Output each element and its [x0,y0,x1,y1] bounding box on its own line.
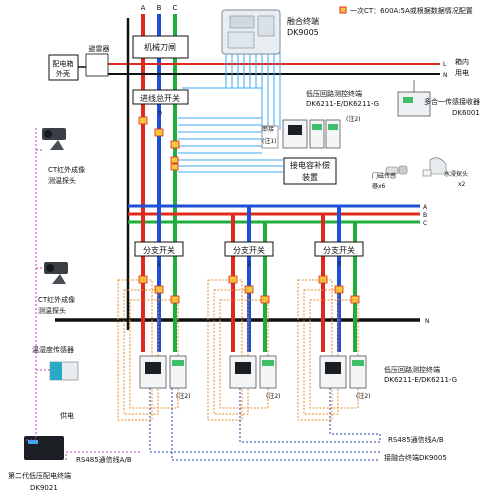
main-ct-markers [138,116,180,149]
multi-sensor-model: DK6001 [452,109,480,117]
branch-group-1 [141,206,177,352]
ct-legend-icon [339,6,347,14]
door-sensor-line2: 器x6 [372,183,386,190]
bus-b-label: B [423,212,427,219]
ir-probe-mid-line1: CT红外成像 [38,295,75,304]
branch-group-3 [321,206,357,352]
ct-signal-lines [178,117,262,154]
n-label-mid: N [425,318,430,325]
branch-switch-3-num: 3 [337,261,341,268]
second-gen-model: DK9021 [30,484,58,492]
phase-c-label: C [173,4,178,12]
capacitor-line1: 接电容补偿 [290,160,330,170]
lv-terminal-top-name: 低压回路测控终端 [306,89,362,98]
to-fusion-label: 接融合终端DK9005 [384,453,447,462]
n-label-top: N [443,72,448,79]
branch-terminal-3 [319,355,367,389]
branch-switch-2-num: 2 [247,261,251,268]
main-switch-number: 0 [158,110,162,117]
water-probe-device [422,157,447,177]
branch-note-3: (注2) [356,392,371,400]
terminal-block-label: 串接 [262,125,274,133]
branch-group-2 [231,206,267,352]
second-gen-name: 第二代低压配电终端 [8,471,71,480]
branch-switch-1-label: 分支开关 [143,245,175,255]
bus-c-label: C [423,220,427,227]
arrester-box [85,53,109,77]
arrester-label: 避雷器 [89,44,110,53]
lv-terminal-bottom-model: DK6211-E/DK6211-G [384,376,457,384]
lv-terminal-bottom-name: 低压回路测控终端 [384,365,440,374]
branch-note-2: (注2) [266,392,281,400]
ct-legend-text: 一次CT：600A:5A或根据数据情况配置 [350,6,473,15]
second-gen-terminal-device [24,436,64,460]
ct-ir-probe-top-line1: CT红外成像 [48,165,85,174]
main-switch-box [132,89,189,105]
fusion-terminal-model: DK9005 [287,28,319,37]
capacitor-feed [178,159,284,173]
rs485-right-label: RS485通信线A/B [388,435,444,444]
ct-ir-probe-top-line2: 测温探头 [48,176,76,185]
fusion-terminal-device [221,9,281,55]
household-line1: 箱内 [455,57,469,66]
lv-terminal-top-model: DK6211-E/DK6211-G [306,100,379,108]
household-line2: 用电 [455,68,469,77]
phase-a-label: A [141,4,146,12]
main-switch-label: 进线总开关 [140,93,180,103]
lv-terminal-top-device [282,119,341,149]
fusion-terminal-name: 融合终端 [287,16,319,26]
multi-sensor-name: 多合一传感接收器 [424,97,480,106]
signal-lines-top [182,52,281,130]
water-probe-line2: x2 [458,181,466,188]
phase-b-label: B [157,4,162,12]
comm-lines-blue [149,388,381,461]
branch-note-1: (注2) [176,392,191,400]
bus-a-label: A [423,204,428,211]
branch-switch-2-label: 分支开关 [233,245,265,255]
cabinet-shell-line2: 外壳 [56,69,70,78]
lv-terminal-top-note: (注2) [346,115,361,123]
humidity-sensor-device [49,361,79,381]
door-sensor-device [385,165,408,175]
branch-switch-1-num: 1 [157,261,161,268]
cabinet-shell-line1: 配电箱 [53,59,74,68]
humidity-sensor-label: 温湿度传感器 [32,345,74,354]
water-probe-line1: 水浸探头 [444,170,468,178]
branch-terminal-2 [229,355,277,389]
knife-switch-box [132,35,189,59]
ct-ir-probe-mid-device [44,262,68,284]
capacitor-ct-markers [170,156,179,171]
comm-lines-purple [24,128,140,460]
power-supply-label: 供电 [60,411,74,420]
branch-switch-3-label: 分支开关 [323,245,355,255]
ct-ir-probe-top-device [42,128,66,150]
knife-switch-label: 机械刀闸 [144,42,176,52]
ir-probe-mid-line2: 测温探头 [38,306,66,315]
branch-switch-3-box [314,241,364,257]
l-label: L [443,61,447,68]
capacitor-box [283,157,337,185]
note1-label: (注1) [262,137,277,145]
door-sensor-line1: 门磁传感 [372,172,396,180]
branch-switch-1-box [134,241,184,257]
ct-loops-orange [117,279,359,421]
capacitor-line2: 装置 [302,172,318,182]
multi-sensor-device [397,80,431,117]
branch-terminal-1 [139,355,187,389]
rs485-left-label: RS485通信线A/B [76,455,132,464]
branch-switch-2-box [224,241,274,257]
terminal-block [261,125,279,149]
